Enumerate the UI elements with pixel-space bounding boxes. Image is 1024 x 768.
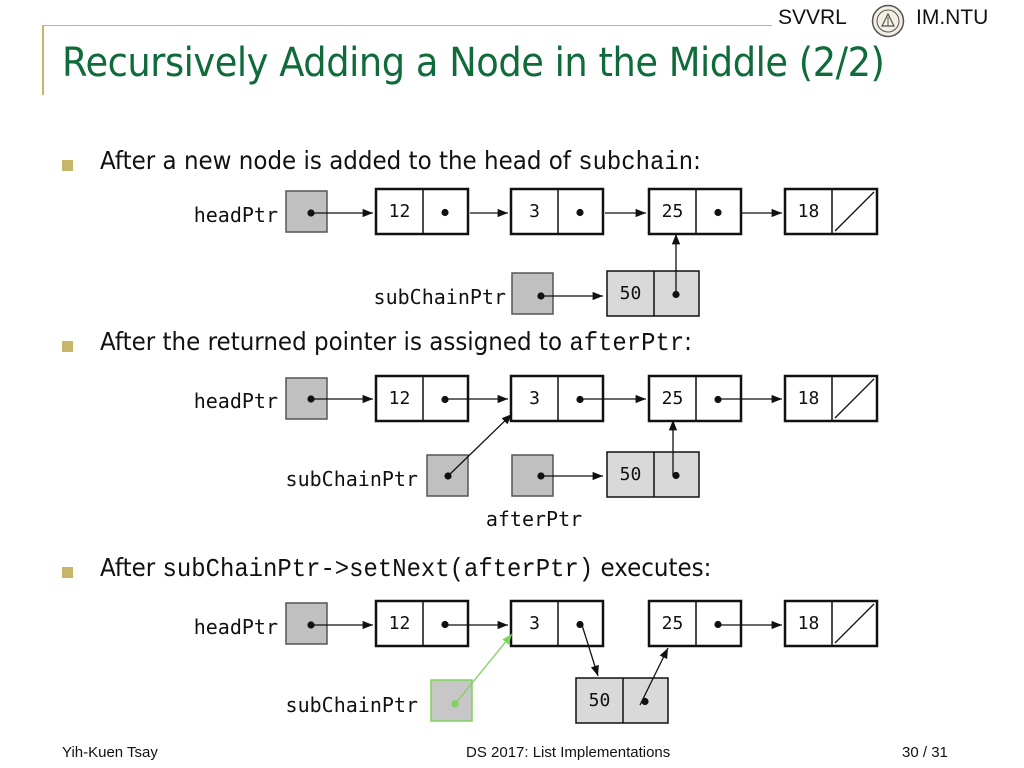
bullet-text-1: After a new node is added to the head of…: [100, 146, 701, 177]
d2-node-18-box: [783, 374, 879, 423]
d1-node-25-next-dot: [714, 208, 722, 217]
d2-node-18-null-slash: [834, 378, 875, 419]
d1-node-50-value: 50: [620, 283, 642, 304]
slide-title: Recursively Adding a Node in the Middle …: [62, 40, 885, 86]
d1-label-subChainPtr: subChainPtr: [374, 285, 506, 309]
d1-node-12-value: 12: [389, 201, 411, 222]
bullet-1-text: After a new node is added to the head of: [100, 146, 579, 175]
d2-node-3-value: 3: [529, 388, 540, 409]
header-side-rule: [42, 25, 44, 95]
d1-node-18-null-slash: [834, 191, 875, 232]
bullet-marker-1: [62, 160, 73, 171]
d3-arrow-50-25: [639, 647, 669, 706]
d3-arrow-sub-3: [454, 633, 513, 705]
d3-node-12-value: 12: [389, 613, 411, 634]
d1-node-18-value: 18: [798, 201, 820, 222]
d3-subchain-box: [430, 679, 473, 722]
d3-arrow-3-50: [581, 624, 599, 677]
d3-node-3-box: [509, 599, 605, 648]
d2-node-12-value: 12: [389, 388, 411, 409]
d3-node-18-box: [783, 599, 879, 648]
d2-node-25-value: 25: [662, 388, 684, 409]
d1-node-3-box: [509, 187, 605, 236]
d1-node-3-next-dot: [576, 208, 584, 217]
bullet-1-suffix: :: [693, 146, 701, 175]
bullet-text-2: After the returned pointer is assigned t…: [100, 327, 692, 358]
d3-node-50-value: 50: [589, 690, 611, 711]
d2-node-12-next-dot: [441, 395, 449, 404]
bullet-marker-3: [62, 567, 73, 578]
footer-course: DS 2017: List Implementations: [466, 744, 671, 761]
d3-node-50-box: [575, 677, 669, 724]
d2-label-subChainPtr: subChainPtr: [286, 467, 418, 491]
d1-node-3-value: 3: [529, 201, 540, 222]
d2-label-afterPtr: afterPtr: [486, 507, 582, 531]
footer-author: Yih-Kuen Tsay: [62, 744, 158, 761]
d1-node-50-box: [606, 270, 700, 317]
brand-imntu: IM.NTU: [916, 6, 989, 29]
d1-subchain-box: [511, 272, 554, 315]
footer-page-total: 31: [931, 744, 948, 761]
d2-node-18-value: 18: [798, 388, 820, 409]
d2-arrow-sub-3: [447, 413, 513, 477]
d3-node-25-box: [647, 599, 743, 648]
d1-node-25-value: 25: [662, 201, 684, 222]
d1-label-headPtr: headPtr: [194, 203, 278, 227]
d1-node-25-box: [647, 187, 743, 236]
bullet-text-3: After subChainPtr->setNext(afterPtr) exe…: [100, 553, 711, 584]
d1-node-12-next-dot: [441, 208, 449, 217]
d3-node-12-next-dot: [441, 620, 449, 629]
d1-node-12-box: [374, 187, 470, 236]
d3-node-25-value: 25: [662, 613, 684, 634]
d1-node-18-box: [783, 187, 879, 236]
d2-node-3-next-dot: [576, 395, 584, 404]
d1-headptr-box: [285, 190, 328, 233]
bullet-2-text: After the returned pointer is assigned t…: [100, 327, 570, 356]
d3-node-18-null-slash: [834, 603, 875, 644]
d2-node-50-next-dot: [672, 471, 680, 480]
d3-label-headPtr: headPtr: [194, 615, 278, 639]
d2-node-50-box: [606, 451, 700, 498]
d2-node-50-value: 50: [620, 464, 642, 485]
bullet-1-code: subchain: [578, 147, 694, 177]
header-rule: [42, 25, 772, 26]
footer-page: 30 / 31: [902, 744, 948, 761]
d3-node-3-value: 3: [529, 613, 540, 634]
bullet-3-suffix: executes:: [593, 553, 712, 582]
footer-page-number: 30: [902, 744, 919, 761]
d3-headptr-box: [285, 602, 328, 645]
d3-label-subChainPtr: subChainPtr: [286, 693, 418, 717]
bullet-marker-2: [62, 341, 73, 352]
ntu-seal-icon: [871, 4, 905, 38]
d3-node-18-value: 18: [798, 613, 820, 634]
d2-label-headPtr: headPtr: [194, 389, 278, 413]
bullet-2-suffix: :: [684, 327, 692, 356]
bullet-3-code: subChainPtr->setNext(afterPtr): [162, 554, 594, 584]
brand-svvrl: SVVRL: [778, 6, 847, 29]
bullet-2-code: afterPtr: [569, 328, 685, 358]
d3-node-12-box: [374, 599, 470, 648]
bullet-3-text: After: [100, 553, 163, 582]
